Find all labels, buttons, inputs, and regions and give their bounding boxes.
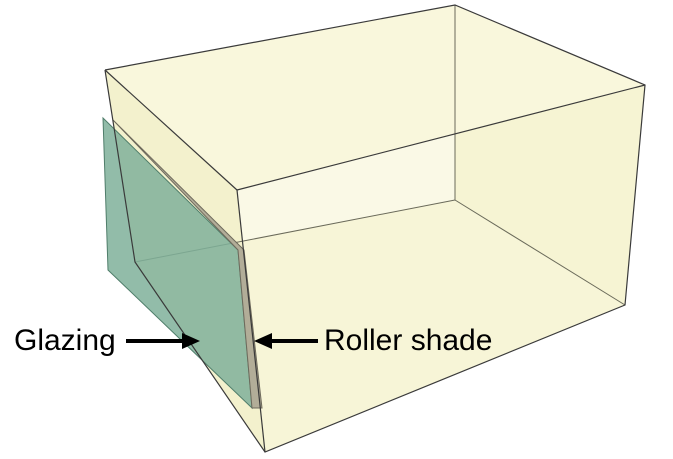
room-front-face xyxy=(237,85,645,452)
glazing-arrow xyxy=(126,333,200,349)
glazing-label: Glazing xyxy=(14,324,116,357)
roller-shade-label: Roller shade xyxy=(324,324,493,357)
room-edge xyxy=(104,69,238,191)
room-ceiling xyxy=(105,5,645,190)
room-edge xyxy=(236,84,646,191)
hidden-edge xyxy=(454,199,626,306)
room-edge xyxy=(236,189,266,453)
roller-shade-arrow xyxy=(254,333,318,349)
room-outline xyxy=(104,4,646,453)
roller-shade xyxy=(112,119,263,409)
